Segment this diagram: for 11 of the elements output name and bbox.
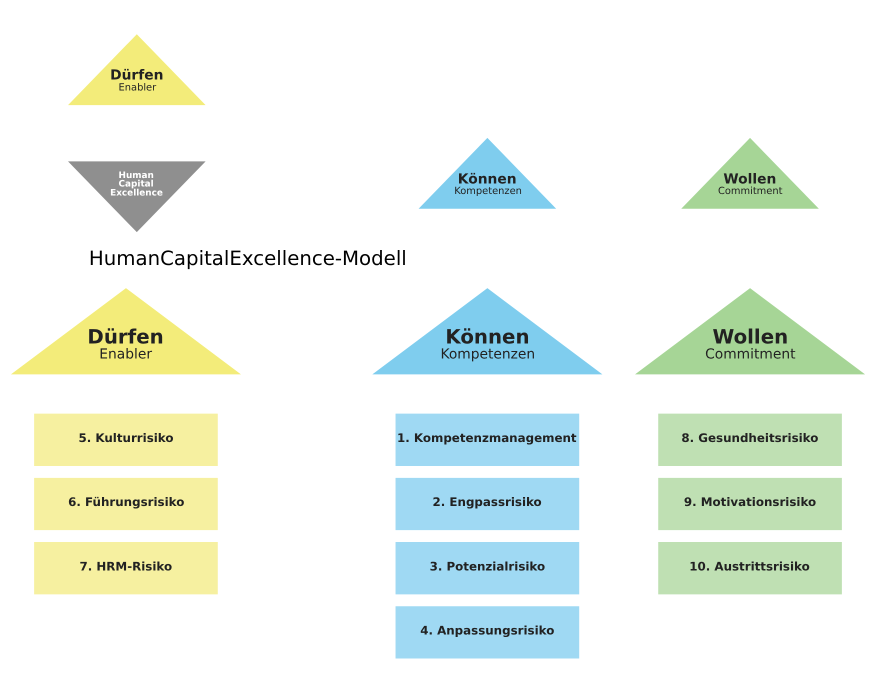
node-box: 10. Austrittsrisiko bbox=[657, 540, 843, 595]
node-box: 2. Engpassrisiko bbox=[394, 476, 580, 531]
node-box: 9. Motivationsrisiko bbox=[657, 476, 843, 531]
node-box: 8. Gesundheitsrisiko bbox=[657, 412, 843, 466]
label: HumanCapitalExcellence-Modell bbox=[88, 246, 407, 270]
node-box: 7. HRM-Risiko bbox=[33, 540, 219, 595]
node-box: 6. Führungsrisiko bbox=[33, 476, 219, 531]
node-box: 5. Kulturrisiko bbox=[33, 412, 219, 466]
node-box: 1. Kompetenzmanagement bbox=[394, 412, 580, 466]
node-box: 4. Anpassungsrisiko bbox=[394, 604, 580, 660]
node-box: 3. Potenzialrisiko bbox=[394, 540, 580, 595]
